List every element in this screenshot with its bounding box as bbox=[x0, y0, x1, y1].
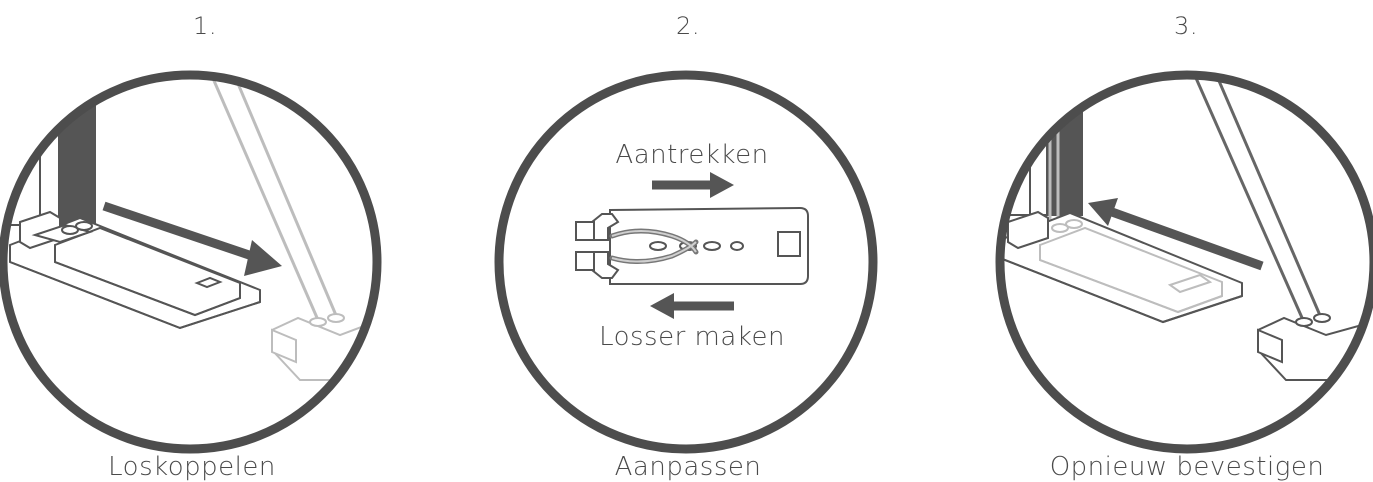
step-caption-3: Opnieuw bevestigen bbox=[1049, 452, 1325, 482]
step-caption-1: Loskoppelen bbox=[108, 452, 276, 482]
arrow-pull-out bbox=[102, 201, 282, 276]
step-caption-2: Aanpassen bbox=[614, 452, 762, 482]
panel-circle bbox=[995, 70, 1373, 454]
step-number-2: 2. bbox=[676, 12, 700, 40]
step-number-3: 3. bbox=[1174, 12, 1198, 40]
arrow-tighten bbox=[652, 172, 734, 198]
slider-plate bbox=[575, 206, 809, 285]
panel-adjust bbox=[494, 70, 878, 454]
panel-disconnect bbox=[0, 70, 382, 454]
cable-strands bbox=[1186, 75, 1324, 321]
panel-disconnect-artwork bbox=[3, 75, 377, 381]
panel-reattach-artwork bbox=[1000, 75, 1373, 381]
faded-clip bbox=[1039, 219, 1223, 314]
panel-adjust-artwork bbox=[575, 172, 809, 319]
base-plate bbox=[9, 210, 261, 330]
panel-circle bbox=[0, 70, 382, 454]
step-number-1: 1. bbox=[193, 12, 217, 40]
panel-circle bbox=[494, 70, 878, 454]
panel-reattach bbox=[995, 70, 1373, 454]
arrow-loosen bbox=[650, 293, 734, 319]
loosen-label: Losser maken bbox=[599, 322, 785, 352]
tighten-label: Aantrekken bbox=[615, 140, 769, 170]
cable-strands bbox=[203, 75, 340, 321]
base-plate bbox=[1000, 210, 1243, 324]
arrow-push-in bbox=[1088, 198, 1264, 271]
